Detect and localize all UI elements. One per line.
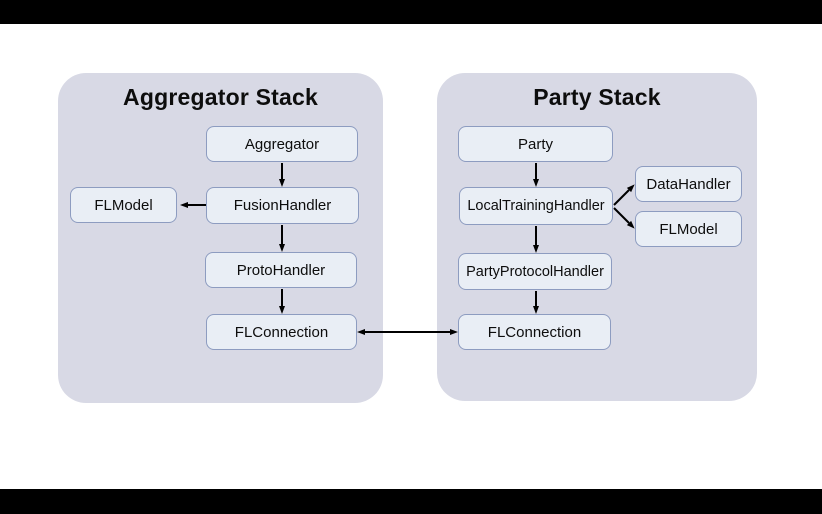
node-fl-connection-aggregator: FLConnection <box>206 314 357 350</box>
node-data-handler: DataHandler <box>635 166 742 202</box>
node-party-protocol-handler: PartyProtocolHandler <box>458 253 612 290</box>
aggregator-stack-container: Aggregator Stack <box>58 73 383 403</box>
node-proto-handler: ProtoHandler <box>205 252 357 288</box>
node-fusion-handler: FusionHandler <box>206 187 359 224</box>
node-local-training-handler: LocalTrainingHandler <box>459 187 613 225</box>
node-party: Party <box>458 126 613 162</box>
letterbox-top <box>0 0 822 24</box>
party-stack-title: Party Stack <box>533 84 661 110</box>
node-aggregator: Aggregator <box>206 126 358 162</box>
node-fl-model-party: FLModel <box>635 211 742 247</box>
node-fl-model-aggregator: FLModel <box>70 187 177 223</box>
letterbox-bottom <box>0 489 822 514</box>
node-fl-connection-party: FLConnection <box>458 314 611 350</box>
aggregator-stack-title: Aggregator Stack <box>123 84 318 110</box>
